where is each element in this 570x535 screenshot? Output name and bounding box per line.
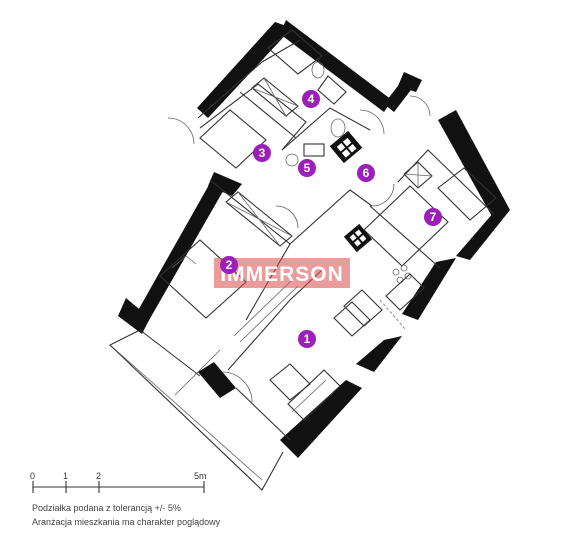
scale-tick-5m: 5m (194, 471, 207, 481)
room-number-6: 6 (363, 166, 370, 180)
living-furniture (233, 279, 383, 421)
room-number-1: 1 (304, 332, 311, 346)
room-badge-3: 3 (253, 144, 271, 162)
room-badge-4: 4 (302, 90, 320, 108)
room-badge-6: 6 (357, 164, 375, 182)
wardrobes (225, 77, 433, 247)
balcony (109, 329, 284, 491)
room-badge-1: 1 (298, 330, 316, 348)
room-badge-2: 2 (220, 256, 238, 274)
bathroom-fixtures (267, 29, 363, 167)
interior-walls (139, 39, 495, 441)
scale-bar: 0 1 2 5m (30, 471, 207, 493)
room-number-3: 3 (259, 146, 266, 160)
room-badge-7: 7 (424, 208, 442, 226)
kitchen (343, 185, 449, 331)
scale-tick-1: 1 (63, 471, 68, 481)
room-number-4: 4 (308, 92, 315, 106)
room-number-5: 5 (304, 161, 311, 175)
arrangement-note: Aranżacja mieszkania ma charakter pogląd… (32, 517, 221, 527)
tolerance-note: Podziałka podana z tolerancją +/- 5% (32, 503, 181, 513)
room-number-7: 7 (430, 210, 437, 224)
scale-tick-0: 0 (30, 471, 35, 481)
watermark-text: IMMERSON (220, 263, 344, 286)
room-number-2: 2 (226, 258, 233, 272)
exterior-walls (118, 20, 510, 458)
room-badge-5: 5 (298, 159, 316, 177)
doors (167, 95, 431, 403)
scale-tick-2: 2 (96, 471, 101, 481)
